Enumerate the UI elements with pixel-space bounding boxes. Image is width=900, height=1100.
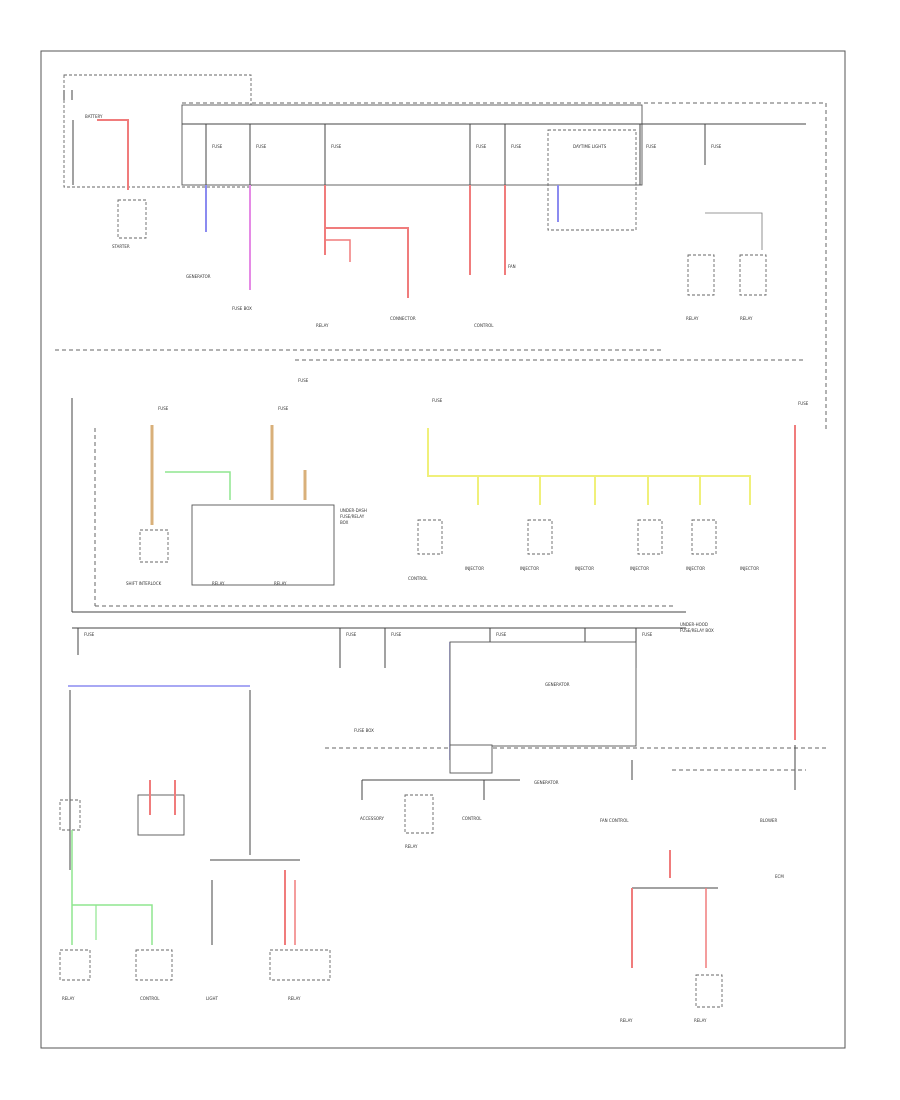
svg-text:INJECTOR: INJECTOR [630, 566, 649, 571]
svg-text:FUSE: FUSE [158, 406, 169, 411]
top-components: GENERATOR FUSE BOX RELAY CONNECTOR CONTR… [186, 212, 767, 328]
underhood-fuse-box: FUSE FUSE FUSE FUSE FUSE DAYTIME LIGHTS … [181, 102, 826, 231]
svg-text:FUSE: FUSE [642, 632, 653, 637]
svg-text:FUSE/RELAY: FUSE/RELAY [340, 514, 365, 519]
svg-text:RELAY: RELAY [405, 844, 418, 849]
svg-text:FUSE: FUSE [346, 632, 357, 637]
svg-text:RELAY: RELAY [740, 316, 753, 321]
svg-text:BLOWER: BLOWER [760, 818, 777, 823]
svg-text:INJECTOR: INJECTOR [465, 566, 484, 571]
diagram-frame [40, 50, 846, 1049]
svg-text:RELAY: RELAY [274, 581, 287, 586]
svg-text:UNDER-DASH: UNDER-DASH [340, 508, 367, 513]
svg-text:FUSE: FUSE [432, 398, 443, 403]
svg-text:FUSE: FUSE [256, 144, 267, 149]
svg-text:CONTROL: CONTROL [474, 323, 494, 328]
middle-section: FUSE FUSE FUSE FUSE FUSE SHIFT INTERLOCK… [71, 378, 809, 740]
svg-text:FUSE: FUSE [646, 144, 657, 149]
svg-text:SHIFT INTERLOCK: SHIFT INTERLOCK [126, 581, 162, 586]
svg-text:FUSE BOX: FUSE BOX [354, 728, 374, 733]
svg-text:RELAY: RELAY [288, 996, 301, 1001]
svg-text:FUSE: FUSE [511, 144, 522, 149]
svg-text:DAYTIME LIGHTS: DAYTIME LIGHTS [573, 144, 607, 149]
svg-text:BATTERY: BATTERY [85, 114, 103, 119]
svg-text:FAN CONTROL: FAN CONTROL [600, 818, 629, 823]
svg-text:GENERATOR: GENERATOR [534, 780, 559, 785]
battery-cable-red [97, 119, 129, 190]
svg-text:RELAY: RELAY [694, 1018, 707, 1023]
svg-text:RELAY: RELAY [316, 323, 329, 328]
svg-text:FUSE: FUSE [391, 632, 402, 637]
svg-text:FUSE: FUSE [711, 144, 722, 149]
svg-text:RELAY: RELAY [686, 316, 699, 321]
svg-text:INJECTOR: INJECTOR [740, 566, 759, 571]
svg-text:RELAY: RELAY [62, 996, 75, 1001]
svg-text:INJECTOR: INJECTOR [686, 566, 705, 571]
svg-text:FUSE BOX: FUSE BOX [232, 306, 252, 311]
svg-text:CONTROL: CONTROL [140, 996, 160, 1001]
svg-text:ACCESSORY: ACCESSORY [360, 816, 385, 821]
svg-text:INJECTOR: INJECTOR [575, 566, 594, 571]
svg-text:FUSE: FUSE [331, 144, 342, 149]
svg-text:BOX: BOX [340, 520, 349, 525]
svg-text:GENERATOR: GENERATOR [186, 274, 211, 279]
svg-text:INJECTOR: INJECTOR [520, 566, 539, 571]
bottom-section: FUSE FUSE FUSE FUSE FUSE GENERATOR FUSE … [59, 628, 826, 1023]
svg-text:ECM: ECM [775, 874, 784, 879]
svg-text:RELAY: RELAY [212, 581, 225, 586]
svg-text:FAN: FAN [508, 264, 516, 269]
svg-text:FUSE: FUSE [278, 406, 289, 411]
svg-text:RELAY: RELAY [620, 1018, 633, 1023]
svg-text:UNDER-HOOD: UNDER-HOOD [680, 622, 708, 627]
svg-text:CONTROL: CONTROL [462, 816, 482, 821]
svg-text:FUSE: FUSE [496, 632, 507, 637]
svg-text:FUSE: FUSE [84, 632, 95, 637]
svg-text:FUSE: FUSE [298, 378, 309, 383]
svg-text:FUSE/RELAY BOX: FUSE/RELAY BOX [680, 628, 714, 633]
svg-text:FUSE: FUSE [476, 144, 487, 149]
svg-text:LIGHT: LIGHT [206, 996, 219, 1001]
svg-text:STARTER: STARTER [112, 244, 130, 249]
svg-text:FUSE: FUSE [212, 144, 223, 149]
top-colored-wires [205, 185, 559, 298]
svg-text:CONTROL: CONTROL [408, 576, 428, 581]
svg-text:FUSE: FUSE [798, 401, 809, 406]
svg-text:CONNECTOR: CONNECTOR [390, 316, 416, 321]
svg-text:GENERATOR: GENERATOR [545, 682, 570, 687]
